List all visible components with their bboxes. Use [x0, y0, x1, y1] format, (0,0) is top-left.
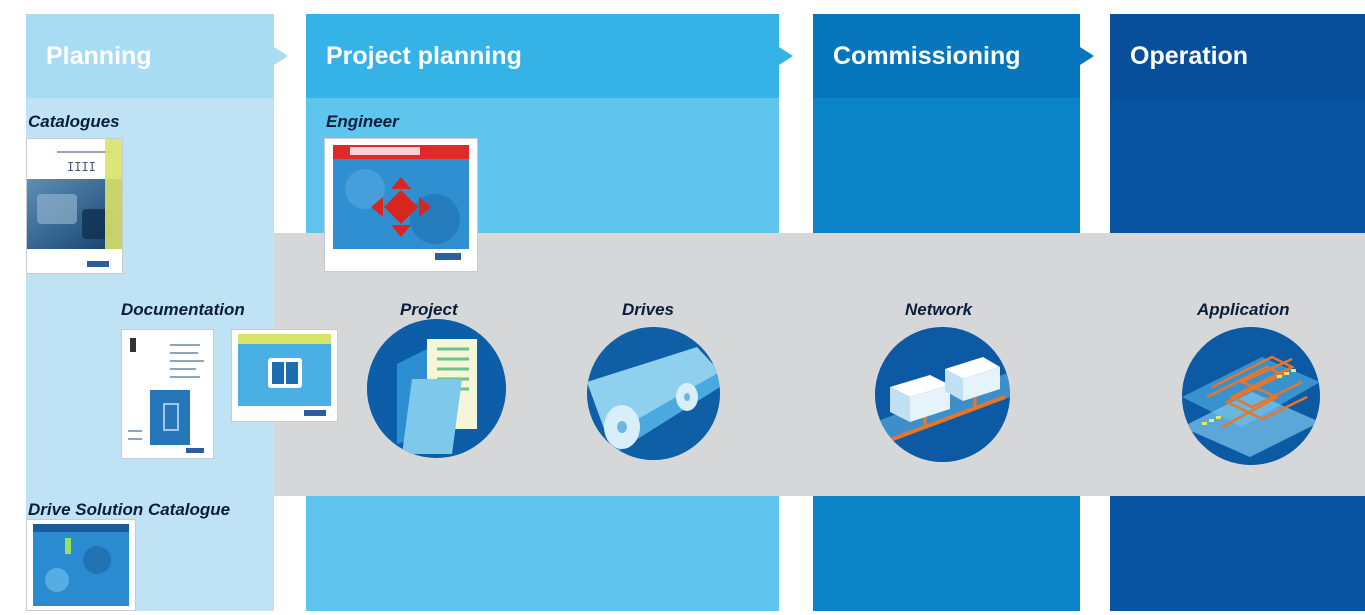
project-label: Project	[400, 300, 458, 319]
project-planning-header: Project planning	[306, 14, 779, 98]
arrow-right-icon	[779, 47, 793, 65]
drives-label: Drives	[622, 300, 674, 319]
drive-solution-label: Drive Solution Catalogue	[28, 500, 231, 519]
planning-header: Planning	[26, 14, 274, 98]
commissioning-header: Commissioning	[813, 14, 1080, 98]
network-label: Network	[905, 300, 973, 319]
catalogues-label: Catalogues	[28, 112, 120, 131]
engineer-cd-image	[324, 138, 478, 272]
operation-header: Operation	[1110, 14, 1365, 98]
svg-text:IIII: IIII	[67, 160, 96, 174]
drives-belt-icon	[587, 327, 720, 460]
project-folder-icon	[367, 319, 506, 458]
documentation-cd-image	[231, 329, 338, 422]
drive-solution-cd-image	[26, 519, 136, 611]
engineer-label: Engineer	[326, 112, 399, 131]
application-label: Application	[1197, 300, 1290, 319]
network-modules-icon	[875, 327, 1010, 462]
catalogue-cover-image: IIII	[26, 138, 123, 274]
documentation-label: Documentation	[121, 300, 245, 319]
documentation-manual-image	[121, 329, 214, 459]
arrow-right-icon	[1080, 47, 1094, 65]
planning-column	[26, 14, 274, 611]
application-circuit-icon	[1182, 327, 1320, 465]
arrow-right-icon	[274, 47, 288, 65]
